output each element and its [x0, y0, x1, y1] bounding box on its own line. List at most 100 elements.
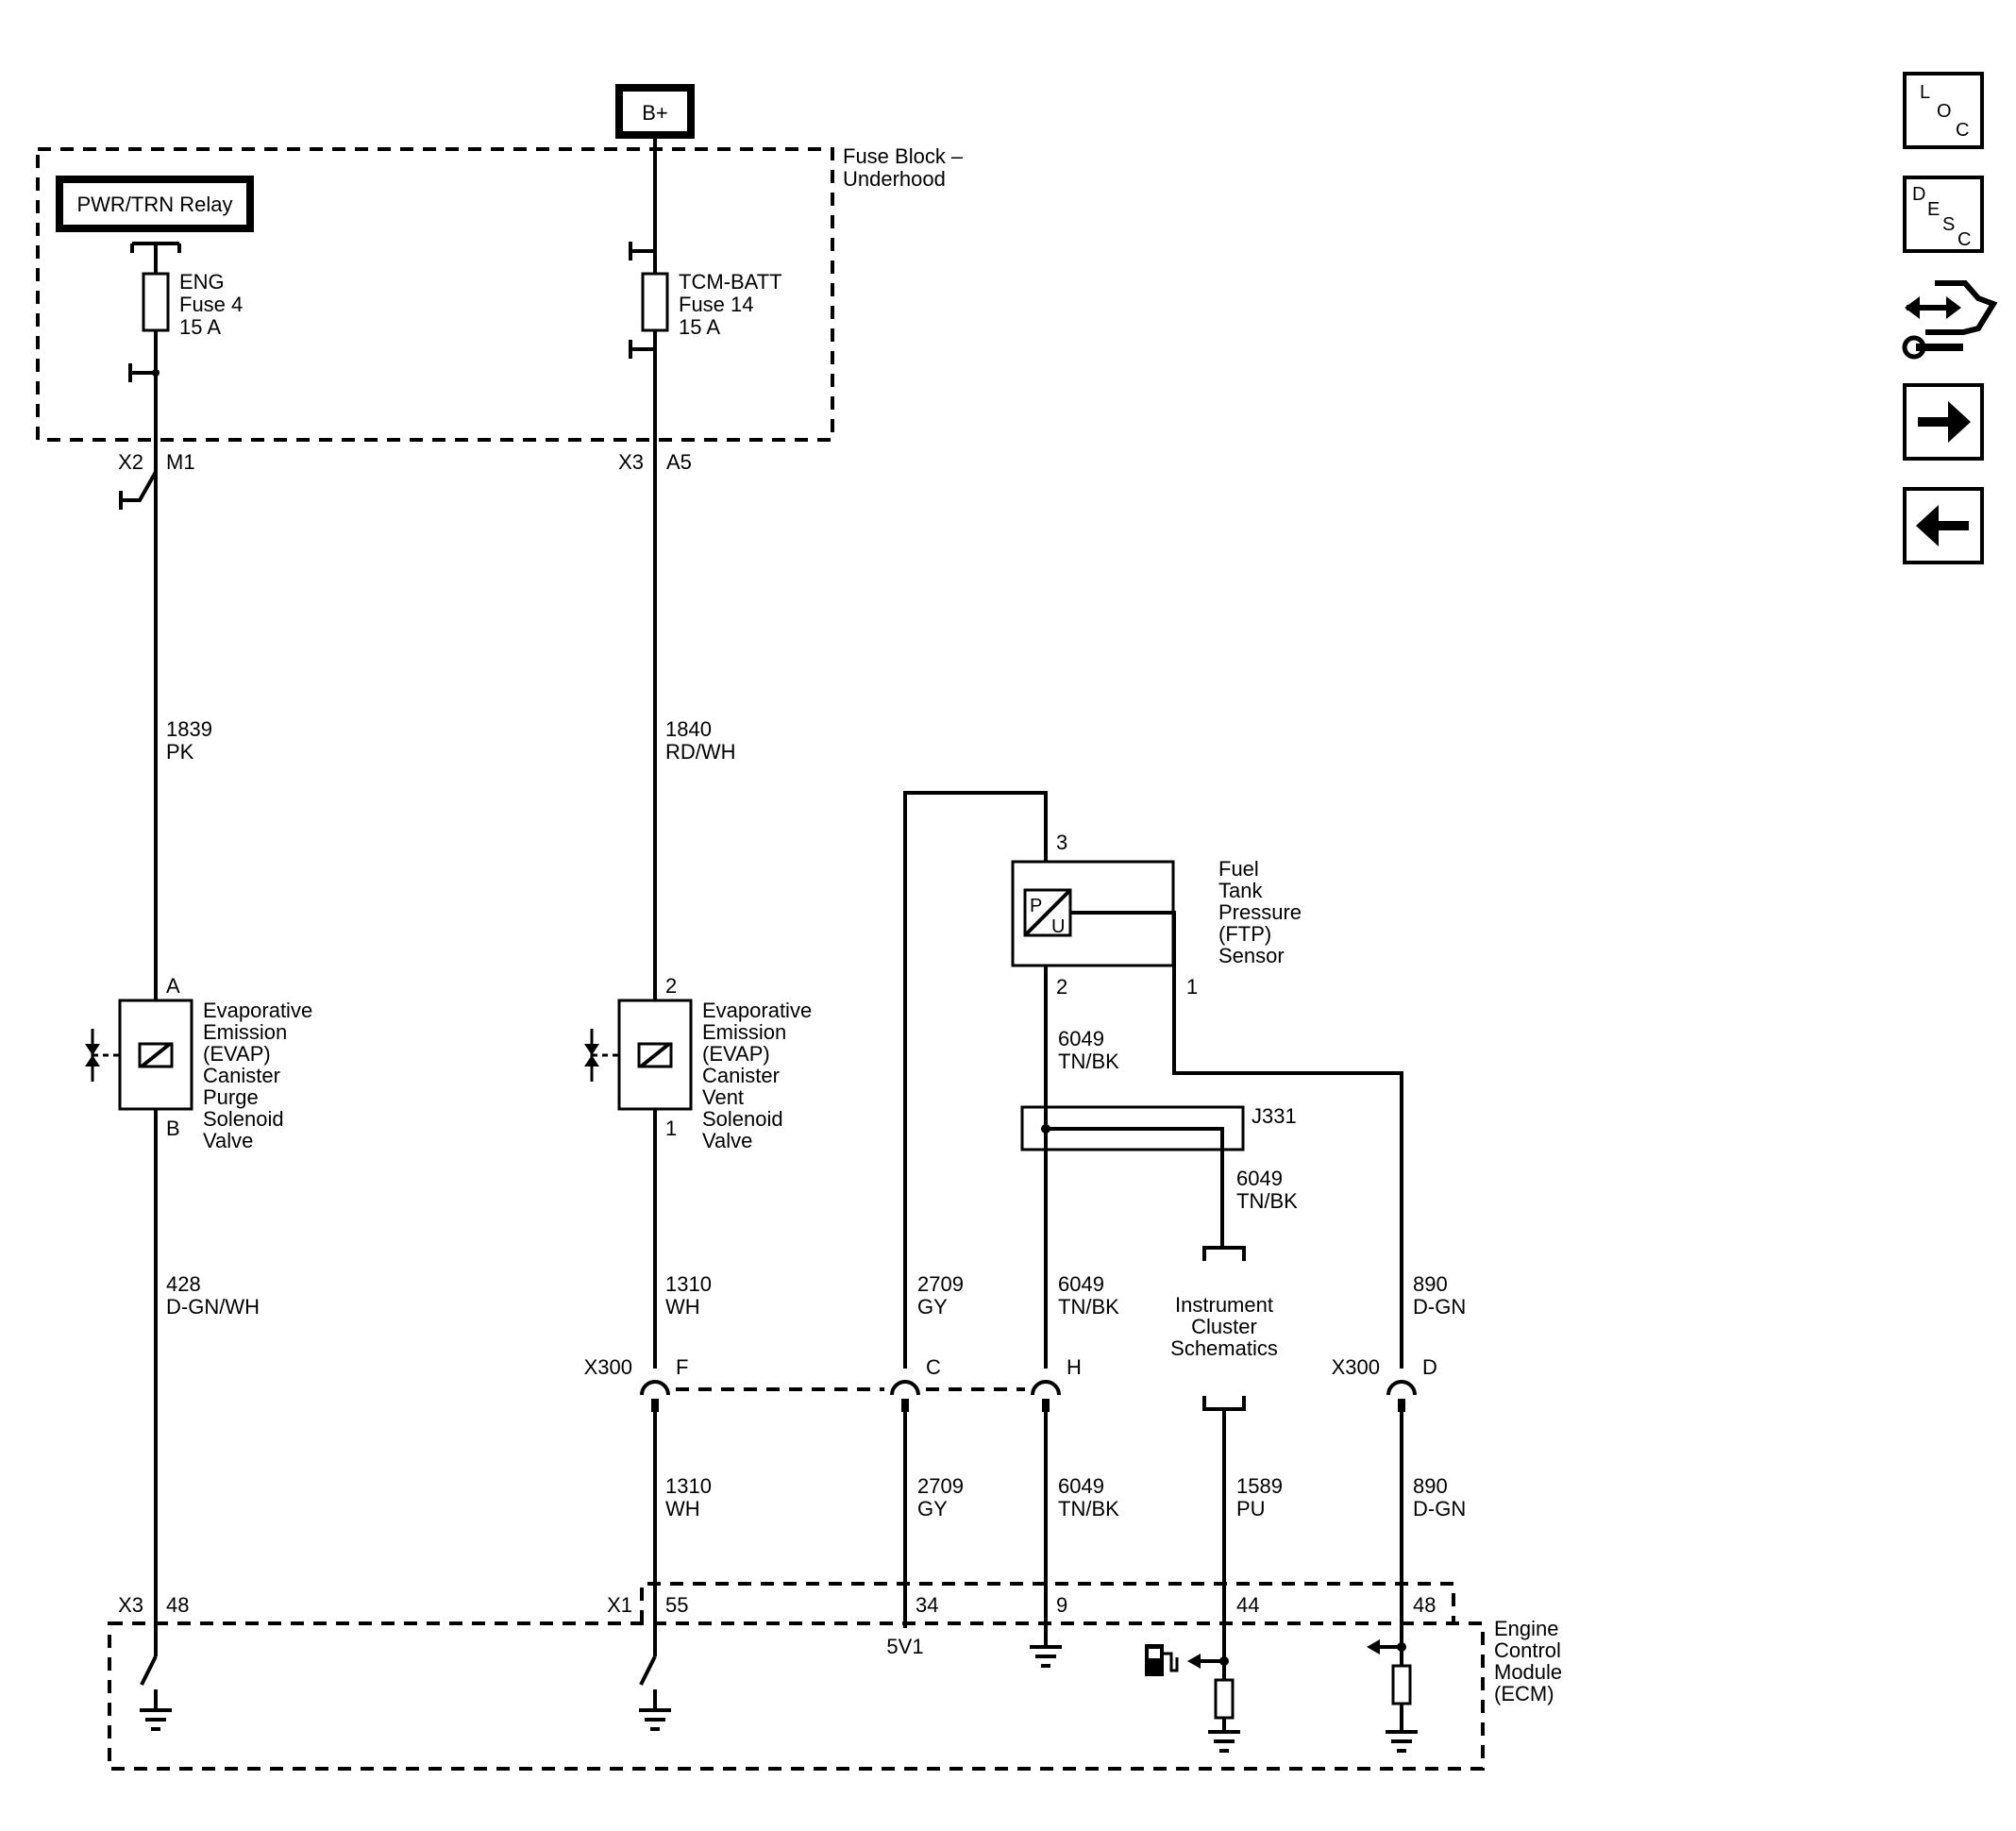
wire-1310-number-upper: 1310	[665, 1272, 712, 1296]
fuse-block-label-2: Underhood	[843, 167, 946, 191]
svg-text:X1: X1	[607, 1593, 632, 1617]
wire-2709-circuit: 2709 GY 2709 GY	[903, 791, 1048, 1628]
evap-vent-solenoid: 2 1 Evaporative Emission (EVAP) Canister…	[584, 974, 812, 1152]
svg-text:34: 34	[916, 1593, 938, 1617]
svg-text:J331: J331	[1252, 1104, 1297, 1128]
svg-text:D: D	[1912, 184, 1925, 205]
svg-text:2: 2	[1056, 975, 1067, 999]
svg-text:5V1: 5V1	[886, 1635, 923, 1658]
connector-x3-fuse: X3	[618, 450, 644, 474]
svg-text:1: 1	[1186, 975, 1198, 999]
solenoid-coil-icon	[637, 1042, 673, 1068]
eng-fuse-circuit: ENG Fuse 4 15 A	[128, 242, 243, 444]
svg-text:890: 890	[1413, 1272, 1448, 1296]
wire-6049-circuit: 6049 TN/BK 6049 TN/BK 6049 TN/BK	[1044, 966, 1119, 1628]
svg-text:Engine: Engine	[1494, 1617, 1559, 1640]
svg-text:S: S	[1942, 214, 1955, 235]
svg-text:O: O	[1937, 101, 1952, 122]
solenoid-coil-icon	[138, 1042, 174, 1068]
svg-text:Control: Control	[1494, 1638, 1561, 1662]
svg-text:6049: 6049	[1236, 1167, 1283, 1190]
wire-428-color: D-GN/WH	[166, 1295, 260, 1319]
loc-button[interactable]: L O C	[1903, 72, 1984, 149]
svg-text:Sensor: Sensor	[1218, 944, 1285, 967]
svg-text:3: 3	[1056, 831, 1067, 854]
svg-text:(FTP): (FTP)	[1218, 922, 1271, 946]
svg-text:Emission: Emission	[702, 1020, 786, 1044]
svg-text:L: L	[1920, 82, 1930, 103]
svg-text:2: 2	[665, 974, 677, 998]
tcm-fuse-number: Fuse 14	[679, 293, 754, 316]
ecm: Engine Control Module (ECM) X3 48 X1 55 …	[108, 1582, 1562, 1771]
pin-a5: A5	[666, 450, 692, 474]
svg-text:U: U	[1051, 916, 1065, 937]
pin-m1: M1	[166, 450, 195, 474]
svg-text:Tank: Tank	[1218, 879, 1263, 902]
tcm-fuse-icon	[641, 272, 669, 332]
svg-text:C: C	[1957, 229, 1971, 250]
tcm-batt-fuse-circuit: TCM-BATT Fuse 14 15 A	[629, 135, 782, 444]
svg-text:TN/BK: TN/BK	[1058, 1050, 1119, 1073]
svg-text:Emission: Emission	[203, 1020, 287, 1044]
svg-text:B: B	[166, 1117, 180, 1140]
fuel-pump-icon	[1145, 1644, 1179, 1676]
svg-text:PU: PU	[1236, 1497, 1266, 1520]
svg-text:F: F	[676, 1355, 688, 1379]
svg-text:PWR/TRN Relay: PWR/TRN Relay	[76, 193, 232, 216]
svg-text:Cluster: Cluster	[1191, 1315, 1257, 1338]
wire-890-circuit: 890 D-GN 890 D-GN	[1070, 911, 1466, 1647]
svg-text:Solenoid: Solenoid	[702, 1107, 783, 1131]
svg-text:D-GN: D-GN	[1413, 1497, 1466, 1520]
svg-text:48: 48	[166, 1593, 189, 1617]
desc-button[interactable]: D E S C	[1903, 176, 1984, 253]
svg-text:44: 44	[1236, 1593, 1259, 1617]
svg-text:Valve: Valve	[702, 1129, 752, 1152]
svg-text:55: 55	[665, 1593, 688, 1617]
svg-text:D: D	[1422, 1355, 1437, 1379]
svg-text:Module: Module	[1494, 1660, 1562, 1684]
svg-text:Evaporative: Evaporative	[203, 999, 312, 1022]
svg-text:P: P	[1030, 896, 1042, 916]
arrow-left-icon	[1916, 505, 1939, 546]
svg-text:2709: 2709	[917, 1272, 964, 1296]
eng-fuse-icon	[142, 272, 170, 332]
svg-text:B+: B+	[642, 101, 668, 125]
svg-text:(EVAP): (EVAP)	[702, 1042, 770, 1066]
splice-j331: J331 6049 TN/BK	[1020, 1104, 1298, 1248]
svg-text:GY: GY	[917, 1295, 948, 1319]
svg-text:Purge: Purge	[203, 1085, 259, 1109]
instrument-cluster-schematics: Instrument Cluster Schematics 1589 PU	[1170, 1246, 1283, 1661]
svg-text:X300: X300	[1332, 1355, 1380, 1379]
resistor-icon	[1391, 1664, 1412, 1705]
svg-text:Valve: Valve	[203, 1129, 253, 1152]
wire-1840-number: 1840	[665, 717, 712, 741]
pwr-trn-relay: PWR/TRN Relay	[56, 176, 254, 232]
svg-text:Fuel: Fuel	[1218, 857, 1259, 881]
svg-text:1589: 1589	[1236, 1474, 1283, 1498]
fuse-block-label-1: Fuse Block –	[843, 144, 964, 168]
svg-text:X3: X3	[118, 1593, 143, 1617]
svg-text:Solenoid: Solenoid	[203, 1107, 284, 1131]
wire-1839-number: 1839	[166, 717, 212, 741]
purge-valve-circuit: 1839 PK 428 D-GN/WH	[119, 444, 260, 1731]
svg-text:6049: 6049	[1058, 1272, 1104, 1296]
eng-fuse-name: ENG	[179, 270, 225, 294]
svg-text:C: C	[1956, 120, 1969, 141]
svg-text:Canister: Canister	[203, 1064, 280, 1087]
connector-wrench-icon[interactable]	[1902, 280, 1998, 360]
fuse-block-outline	[36, 147, 834, 442]
tcm-fuse-name: TCM-BATT	[679, 270, 782, 294]
arrow-right-button[interactable]	[1903, 383, 1984, 461]
arrow-left-button[interactable]	[1903, 487, 1984, 564]
wire-1310-color-upper: WH	[665, 1295, 700, 1319]
evap-purge-solenoid: A B Evaporative Emission (EVAP) Canister…	[85, 974, 312, 1152]
connector-x2: X2	[118, 450, 143, 474]
svg-text:Pressure: Pressure	[1218, 900, 1302, 924]
battery-positive-block: B+	[615, 84, 695, 139]
valve-arrow-icon	[85, 1044, 100, 1055]
svg-text:E: E	[1927, 199, 1940, 220]
svg-text:TN/BK: TN/BK	[1058, 1497, 1119, 1520]
svg-text:Schematics: Schematics	[1170, 1336, 1278, 1360]
svg-text:1: 1	[665, 1117, 677, 1140]
